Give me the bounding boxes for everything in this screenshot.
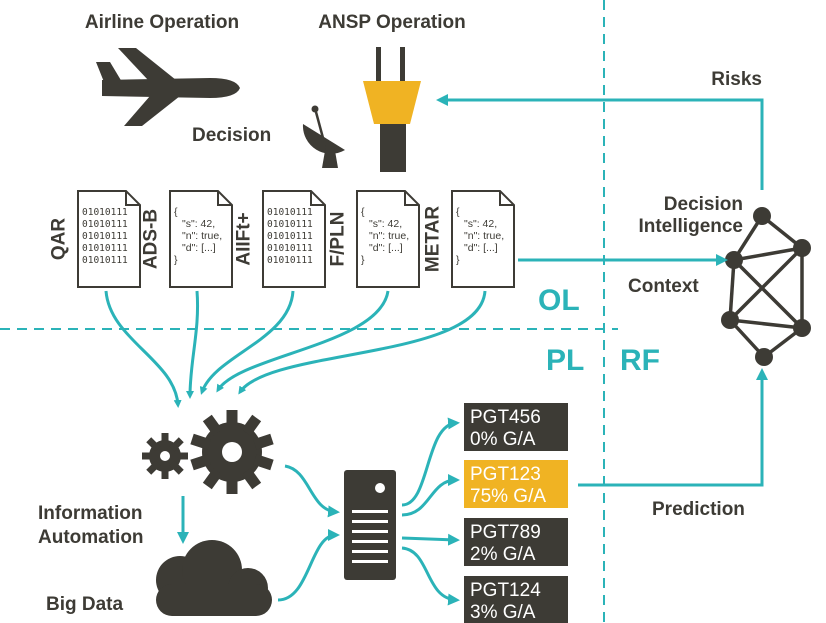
document-line: } — [361, 254, 365, 266]
document-line: } — [456, 254, 460, 266]
source-ads-b: ADS-B { "s": 42,"n": true,"d": [...]} — [141, 190, 233, 288]
source-f-pln: F/PLN { "s": 42,"n": true,"d": [...]} — [328, 190, 420, 288]
flight-box-bg — [464, 460, 568, 508]
document-line: { — [361, 206, 365, 218]
source-aiift-: AIIFt+0101011101010111010101110101011101… — [234, 190, 326, 288]
metar-flow-arrow — [238, 290, 487, 395]
server-to-flight2-arrow — [401, 474, 460, 517]
document-line: "n": true, — [369, 230, 409, 242]
risks-arrow — [436, 94, 764, 190]
flight-id: PGT789 — [470, 522, 541, 543]
document-line: 01010111 — [267, 255, 313, 266]
document-icon — [77, 190, 141, 288]
document-line: "d": [...] — [369, 242, 403, 254]
fpln-flow-arrow — [216, 290, 390, 393]
aiift-flow-arrow — [199, 290, 295, 395]
document-line: "d": [...] — [464, 242, 498, 254]
risks-label: Risks — [711, 69, 762, 90]
context-label: Context — [628, 276, 699, 297]
flight-box-bg — [464, 518, 568, 566]
source-metar: METAR { "s": 42,"n": true,"d": [...]} — [423, 190, 515, 288]
ansp-operation-label: ANSP Operation — [318, 12, 465, 33]
source-label: METAR — [423, 206, 444, 272]
document-line: 01010111 — [82, 231, 128, 242]
document-line: 01010111 — [267, 243, 313, 254]
prediction-arrow — [578, 368, 768, 487]
layer-pl-label: PL — [546, 344, 584, 377]
document-fold — [499, 191, 514, 206]
source-label: F/PLN — [328, 212, 349, 267]
flight-ga-probability: 0% G/A — [470, 429, 536, 450]
flight-ga-probability: 75% G/A — [470, 486, 546, 507]
information-automation-label-line2: Automation — [38, 527, 144, 548]
document-icon — [451, 190, 515, 288]
qar-flow-arrow — [104, 290, 182, 408]
traffic-light-icon — [363, 47, 421, 172]
document-line: "d": [...] — [182, 242, 216, 254]
document-line: { — [174, 206, 178, 218]
flow-arrows — [104, 94, 768, 606]
document-line: "n": true, — [464, 230, 504, 242]
big-data-label: Big Data — [46, 594, 124, 615]
airline-operation-label: Airline Operation — [85, 12, 239, 33]
document-line: "s": 42, — [464, 218, 497, 230]
document-line: 01010111 — [267, 207, 313, 218]
adsb-flow-arrow — [186, 290, 200, 399]
document-icon — [262, 190, 326, 288]
information-automation-label-line1: Information — [38, 503, 143, 524]
decision-label: Decision — [192, 125, 271, 146]
document-line: 01010111 — [82, 207, 128, 218]
document-line: "s": 42, — [369, 218, 402, 230]
data-sources: QAR0101011101010111010101110101011101010… — [49, 190, 515, 288]
document-icon — [356, 190, 420, 288]
document-fold — [310, 191, 325, 206]
flight-id: PGT124 — [470, 580, 541, 601]
flight-ga-probability: 3% G/A — [470, 602, 536, 623]
layer-rf-label: RF — [620, 344, 660, 377]
layer-ol-label: OL — [538, 284, 580, 317]
document-line: { — [456, 206, 460, 218]
document-line: 01010111 — [267, 231, 313, 242]
server-to-flight4-arrow — [401, 546, 460, 606]
source-label: QAR — [49, 218, 70, 261]
document-line: "s": 42, — [182, 218, 215, 230]
flight-box-bg — [464, 403, 568, 451]
document-fold — [125, 191, 140, 206]
flight-id: PGT456 — [470, 407, 541, 428]
source-qar: QAR0101011101010111010101110101011101010… — [49, 190, 141, 288]
document-line: } — [174, 254, 178, 266]
document-line: 01010111 — [82, 255, 128, 266]
decision-intelligence-label-line2: Intelligence — [638, 216, 743, 237]
gears-icon — [142, 410, 274, 494]
server-to-flight3-arrow — [401, 533, 460, 546]
decision-intelligence-label-line1: Decision — [664, 194, 743, 215]
bigdata-to-server-arrow — [277, 529, 340, 602]
server-icon — [344, 470, 396, 580]
document-fold — [217, 191, 232, 206]
flight-id: PGT123 — [470, 464, 541, 485]
document-line: "n": true, — [182, 230, 222, 242]
network-graph-icon — [721, 207, 811, 366]
gears-to-server-arrow — [284, 464, 340, 518]
document-line: 01010111 — [82, 219, 128, 230]
document-line: 01010111 — [267, 219, 313, 230]
document-fold — [404, 191, 419, 206]
flight-box-bg — [464, 576, 568, 623]
document-line: 01010111 — [82, 243, 128, 254]
source-label: AIIFt+ — [234, 212, 255, 265]
prediction-label: Prediction — [652, 499, 745, 520]
source-label: ADS-B — [141, 209, 162, 269]
document-icon — [169, 190, 233, 288]
server-to-flight1-arrow — [401, 417, 460, 507]
cloud-icon — [156, 540, 272, 616]
flight-ga-probability: 2% G/A — [470, 544, 536, 565]
radar-dish-icon — [302, 105, 345, 168]
airplane-icon — [96, 48, 240, 126]
